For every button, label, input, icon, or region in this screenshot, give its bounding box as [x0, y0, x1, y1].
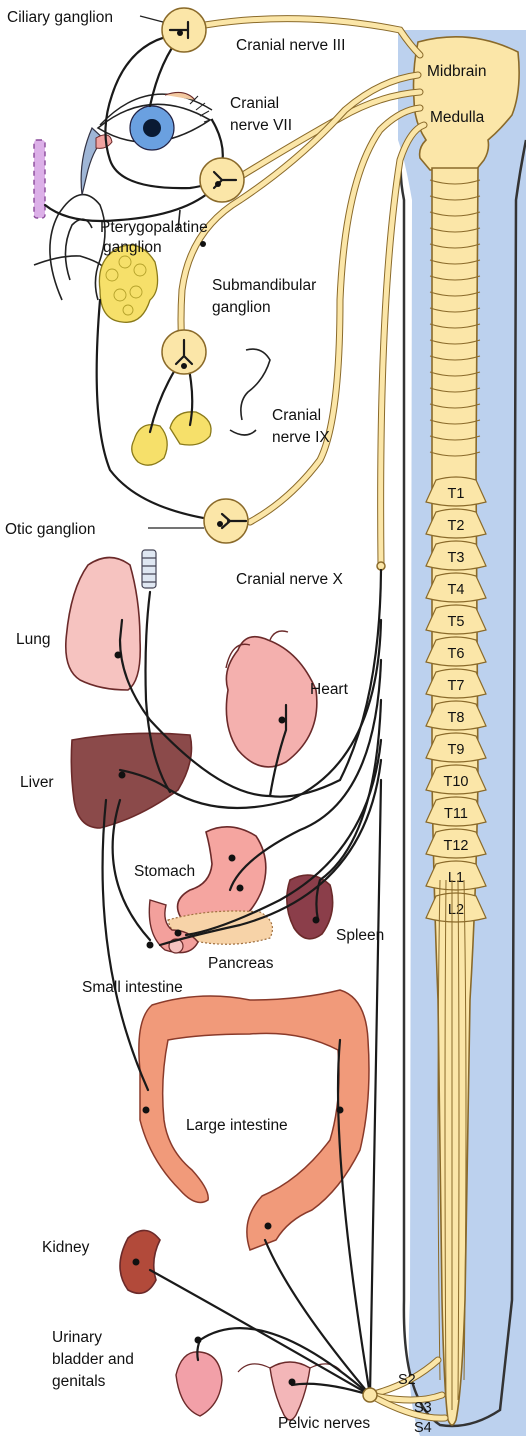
cranial-nerve-iii-label: Cranial nerve III — [236, 37, 345, 54]
dot-marker — [200, 241, 206, 247]
cranial-nerve-vii-label-2: nerve VII — [230, 117, 292, 134]
otic-ganglion-label: Otic ganglion — [5, 521, 95, 538]
vertebra-t8: T8 — [426, 701, 486, 730]
cranial-nerve-ix-label-1: Cranial — [272, 407, 321, 424]
submandibular-label-1: Submandibular — [212, 277, 316, 294]
lung — [66, 558, 140, 691]
pancreas-label: Pancreas — [208, 955, 274, 972]
vertebra-t5: T5 — [426, 605, 486, 634]
uterus — [270, 1362, 310, 1420]
vertebra-label: T8 — [448, 710, 465, 726]
midbrain-label: Midbrain — [427, 63, 486, 80]
otic-ganglion — [204, 499, 248, 543]
pelvic-nerves-label: Pelvic nerves — [278, 1415, 370, 1432]
stomach-label: Stomach — [134, 863, 195, 880]
nasal-mucosa — [34, 140, 45, 218]
ciliary-ganglion-label: Ciliary ganglion — [7, 9, 113, 26]
heart-label: Heart — [310, 681, 349, 698]
submandibular-label-2: ganglion — [212, 299, 271, 316]
vertebra-label: T9 — [448, 742, 465, 758]
salivary-glands — [132, 412, 211, 465]
vertebra-label: T1 — [448, 486, 465, 502]
spleen-label: Spleen — [336, 927, 384, 944]
vertebra-t4: T4 — [426, 573, 486, 602]
kidney-label: Kidney — [42, 1239, 90, 1256]
pterygopalatine-label-1: Pterygopalatine — [100, 219, 208, 236]
pterygopalatine-ganglion — [200, 158, 244, 202]
pterygopalatine-label-2: ganglion — [103, 239, 162, 256]
liver — [71, 733, 191, 828]
kidney — [120, 1230, 160, 1293]
trachea — [142, 550, 156, 588]
eye — [98, 92, 213, 150]
vertebra-t11: T11 — [426, 797, 486, 826]
labels: Ciliary ganglion Cranial nerve III Crani… — [5, 9, 384, 1432]
vertebra-label: T6 — [448, 646, 465, 662]
bladder-label-3: genitals — [52, 1373, 106, 1390]
urinary-bladder — [176, 1352, 222, 1416]
vertebra-t12: T12 — [426, 829, 486, 858]
vertebra-l2: L2 — [426, 893, 486, 922]
heart — [226, 631, 317, 767]
medulla-label: Medulla — [430, 109, 485, 126]
cranial-nerve-vii-label-1: Cranial — [230, 95, 279, 112]
cranial-nerve-ix-label-2: nerve IX — [272, 429, 330, 446]
lacrimal-duct — [96, 135, 112, 149]
vertebra-t10: T10 — [426, 765, 486, 794]
spleen — [287, 875, 333, 939]
liver-label: Liver — [20, 774, 54, 791]
bladder-label-2: bladder and — [52, 1351, 134, 1368]
vertebra-label: T5 — [448, 614, 465, 630]
sacral-label-s2: S2 — [398, 1372, 416, 1388]
small-intestine-label: Small intestine — [82, 979, 183, 996]
vertebra-label: L2 — [448, 902, 464, 918]
cranial-nerve-x-label: Cranial nerve X — [236, 571, 343, 588]
vertebra-l1: L1 — [426, 861, 486, 890]
large-intestine-label: Large intestine — [186, 1117, 288, 1134]
parotid-gland — [99, 245, 157, 322]
submandibular-ganglion — [162, 330, 206, 374]
vertebra-label: T3 — [448, 550, 465, 566]
vertebra-t6: T6 — [426, 637, 486, 666]
bladder-label-1: Urinary — [52, 1329, 102, 1346]
sacral-label-s3: S3 — [414, 1400, 432, 1416]
vertebra-label: T10 — [444, 774, 469, 790]
vertebra-label: T2 — [448, 518, 465, 534]
ear — [50, 195, 105, 300]
vertebra-label: L1 — [448, 870, 464, 886]
vertebra-t9: T9 — [426, 733, 486, 762]
vertebra-t1: T1 — [426, 477, 486, 506]
vertebra-t7: T7 — [426, 669, 486, 698]
sacral-label-s4: S4 — [414, 1420, 432, 1436]
vertebra-t2: T2 — [426, 509, 486, 538]
vertebra-label: T7 — [448, 678, 465, 694]
vertebra-label: T4 — [448, 582, 465, 598]
vertebra-label: T12 — [444, 838, 469, 854]
vertebra-t3: T3 — [426, 541, 486, 570]
ciliary-ganglion — [162, 8, 206, 52]
vertebra-label: T11 — [444, 806, 468, 822]
lung-label: Lung — [16, 631, 50, 648]
